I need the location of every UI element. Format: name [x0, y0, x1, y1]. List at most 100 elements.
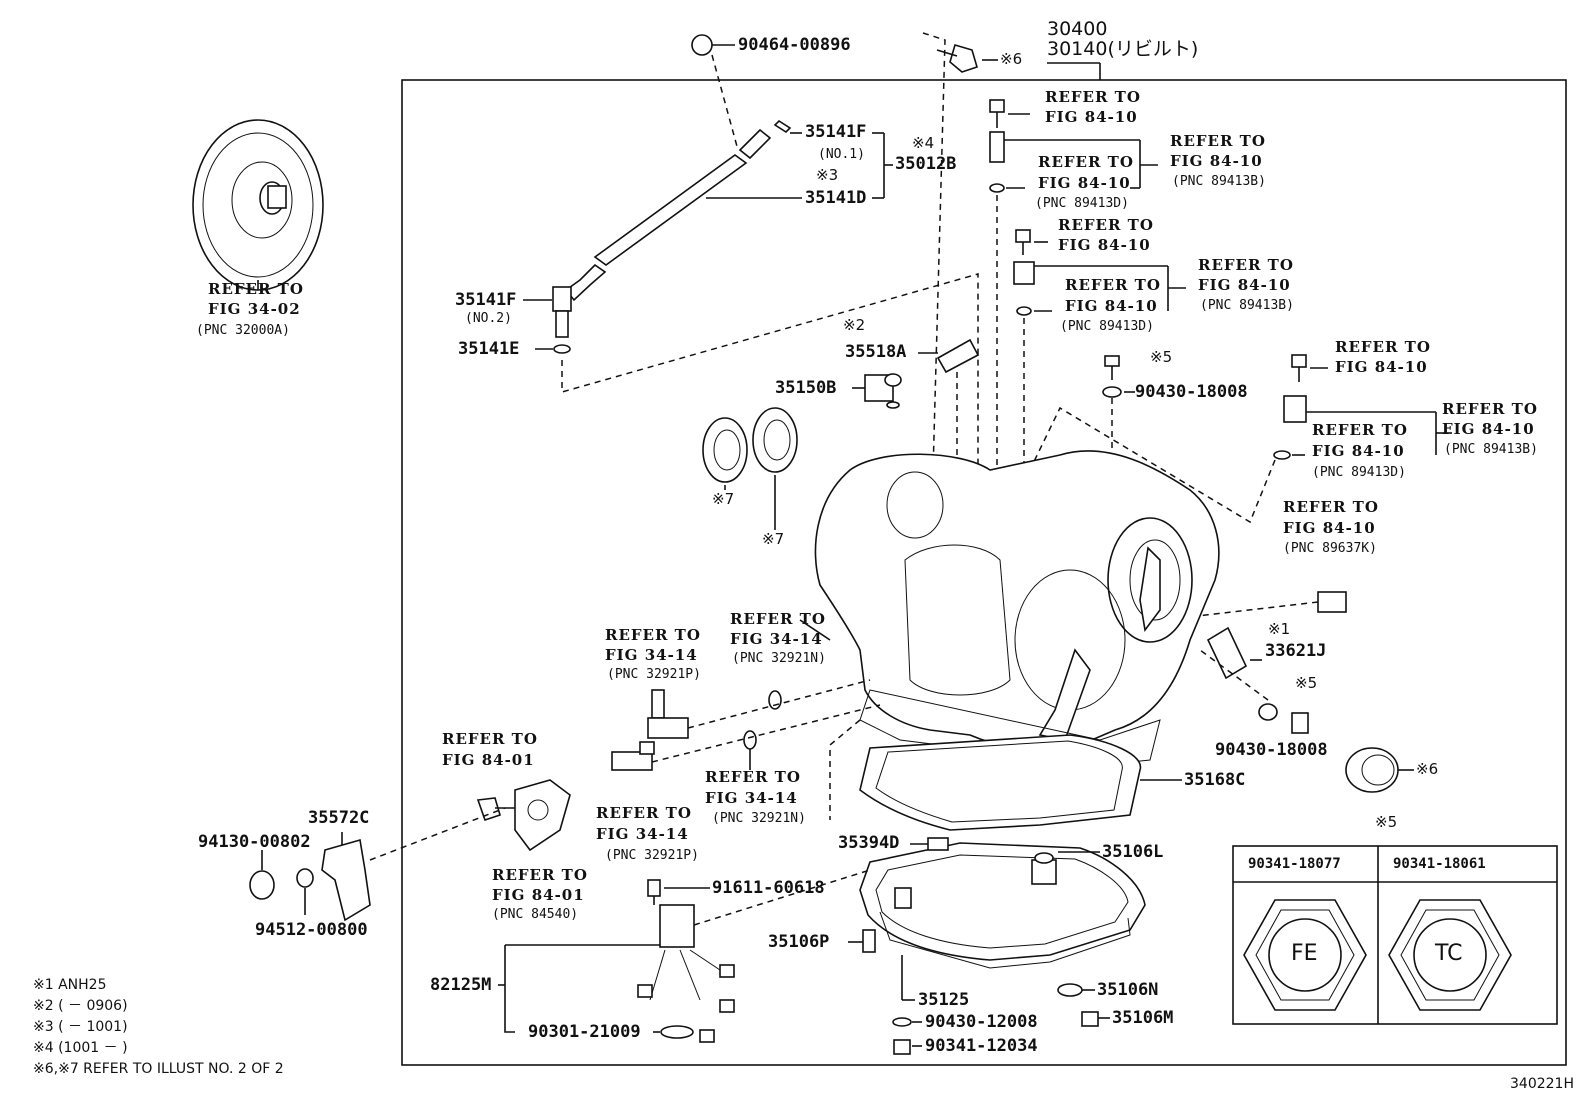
refer-shift-sensor: REFER TO	[492, 866, 588, 884]
refer-speed-sensor: REFER TO	[1283, 498, 1379, 516]
pnc-89413d-3: (PNC 89413D)	[1312, 465, 1406, 480]
assembly-pn-30400: 30400	[1047, 18, 1108, 40]
pn-35518a: 35518A	[845, 342, 907, 362]
tag-m2: ※2	[843, 316, 866, 334]
refer-torque-converter-fig: FIG 34-02	[208, 300, 301, 318]
oil-fitting-icons	[611, 619, 881, 771]
refer-fitting-p-top: REFER TO	[605, 626, 701, 644]
pn-35150b: 35150B	[775, 378, 837, 398]
solenoid-wiring-icon	[498, 869, 871, 1043]
figure-id: 340221H	[1510, 1076, 1574, 1092]
pn-82125m: 82125M	[430, 975, 492, 995]
pnc-32921n-top: (PNC 32921N)	[732, 651, 826, 666]
tag-m6-bolt: ※6	[1000, 50, 1023, 68]
pn-35141e: 35141E	[458, 339, 520, 359]
pn-90430-18008-top: 90430-18008	[1135, 382, 1248, 402]
pn-35141d: 35141D	[805, 188, 867, 208]
refer-sensor1: REFER TO	[1170, 132, 1266, 150]
plug-fe-mark: FE	[1291, 941, 1318, 966]
pnc-32000a: (PNC 32000A)	[196, 323, 290, 338]
tag-m1: ※1	[1268, 620, 1291, 638]
plug-tc-mark: TC	[1435, 941, 1463, 966]
refer-sensor2: REFER TO	[1198, 256, 1294, 274]
note-3: ※3 ( － 1001)	[33, 1019, 128, 1035]
refer-shift-sensor-fig: FIG 84-01	[492, 886, 585, 904]
refer-torque-converter: REFER TO	[208, 280, 304, 298]
plug-table-mark: ※5	[1375, 813, 1398, 831]
refer-sensor3-oring-fig: FIG 84-10	[1312, 442, 1405, 460]
refer-fitting-n-bottom-fig: FIG 34-14	[705, 789, 798, 807]
pnc-84540: (PNC 84540)	[492, 907, 579, 922]
refer-sensor2-bolt: REFER TO	[1058, 216, 1154, 234]
pn-35141f-no1: 35141F	[805, 122, 867, 142]
pn-33621j: 33621J	[1265, 641, 1327, 661]
refer-shift-bolt: REFER TO	[442, 730, 538, 748]
refer-fitting-n-top-fig: FIG 34-14	[730, 630, 823, 648]
pnc-32921p-bottom: (PNC 32921P)	[605, 848, 699, 863]
pn-91611-60618: 91611-60618	[712, 878, 825, 898]
pn-35394d: 35394D	[838, 833, 900, 853]
pn-35106l: 35106L	[1102, 842, 1164, 862]
refer-shift-bolt-fig: FIG 84-01	[442, 751, 535, 769]
pnc-89413b-2: (PNC 89413B)	[1200, 298, 1294, 313]
refer-fitting-p-bottom: REFER TO	[596, 804, 692, 822]
bolt-icon	[922, 32, 998, 581]
pn-90464-00896: 90464-00896	[738, 35, 851, 55]
refer-sensor1-oring-fig: FIG 84-10	[1038, 174, 1131, 192]
pn-90430-12008: 90430-12008	[925, 1012, 1038, 1032]
pn-35572c: 35572C	[308, 808, 370, 828]
pn-90430-18008-bottom: 90430-18008	[1215, 740, 1328, 760]
tag-m5-plug: ※5	[1150, 348, 1173, 366]
tag-m3: ※3	[816, 166, 839, 184]
refer-fitting-n-bottom: REFER TO	[705, 768, 801, 786]
refer-sensor3: REFER TO	[1442, 400, 1538, 418]
refer-sensor2-fig: FIG 84-10	[1198, 276, 1291, 294]
pn-35106p: 35106P	[768, 932, 830, 952]
pnc-89413b-1: (PNC 89413B)	[1172, 174, 1266, 189]
transaxle-case-icon	[814, 450, 1220, 766]
pn-90341-12034: 90341-12034	[925, 1036, 1038, 1056]
pn-90301-21009: 90301-21009	[528, 1022, 641, 1042]
tag-m5-right: ※5	[1295, 674, 1318, 692]
assembly-pn-30140: 30140(リビルト)	[1047, 38, 1199, 60]
oil-seals-icon	[702, 338, 1414, 793]
pn-94512-00800: 94512-00800	[255, 920, 368, 940]
pnc-89413d-2: (PNC 89413D)	[1060, 319, 1154, 334]
note-5: ※6,※7 REFER TO ILLUST NO. 2 OF 2	[33, 1061, 284, 1077]
plug-table-col1: 90341-18077	[1248, 856, 1341, 872]
pn-35106n: 35106N	[1097, 980, 1159, 1000]
plug-table-col2: 90341-18061	[1393, 856, 1486, 872]
refer-sensor3-bolt-fig: FIG 84-10	[1335, 358, 1428, 376]
tag-m4: ※4	[912, 134, 935, 152]
refer-sensor3-bolt: REFER TO	[1335, 338, 1431, 356]
tag-no2: (NO.2)	[465, 311, 512, 326]
refer-fitting-p-bottom-fig: FIG 34-14	[596, 825, 689, 843]
refer-sensor2-oring-fig: FIG 84-10	[1065, 297, 1158, 315]
pan-gasket-icon	[829, 719, 1182, 831]
refer-sensor1-fig: FIG 84-10	[1170, 152, 1263, 170]
pnc-32921p-top: (PNC 32921P)	[607, 667, 701, 682]
pn-35141f-no2: 35141F	[455, 290, 517, 310]
torque-converter-icon	[192, 119, 324, 291]
pnc-89413d-1: (PNC 89413D)	[1035, 196, 1129, 211]
pnc-89413b-3: (PNC 89413B)	[1444, 442, 1538, 457]
refer-speed-sensor-fig: FIG 84-10	[1283, 519, 1376, 537]
pnc-32921n-bottom: (PNC 32921N)	[712, 811, 806, 826]
pn-94130-00802: 94130-00802	[198, 832, 311, 852]
refer-sensor3-fig: FIG 84-10	[1442, 420, 1535, 438]
pnc-89637k: (PNC 89637K)	[1283, 541, 1377, 556]
pn-35168c: 35168C	[1184, 770, 1246, 790]
refer-sensor1-oring: REFER TO	[1038, 153, 1134, 171]
refer-sensor1-bolt-fig: FIG 84-10	[1045, 108, 1138, 126]
refer-sensor1-bolt: REFER TO	[1045, 88, 1141, 106]
pn-35106m: 35106M	[1112, 1008, 1174, 1028]
oil-cooler-tube-icon	[523, 34, 979, 545]
note-1: ※1 ANH25	[33, 977, 107, 993]
tag-m7-left: ※7	[712, 490, 735, 508]
refer-sensor2-bolt-fig: FIG 84-10	[1058, 236, 1151, 254]
note-2: ※2 ( － 0906)	[33, 998, 128, 1014]
assembly-frame	[401, 79, 1567, 1066]
refer-fitting-n-top: REFER TO	[730, 610, 826, 628]
